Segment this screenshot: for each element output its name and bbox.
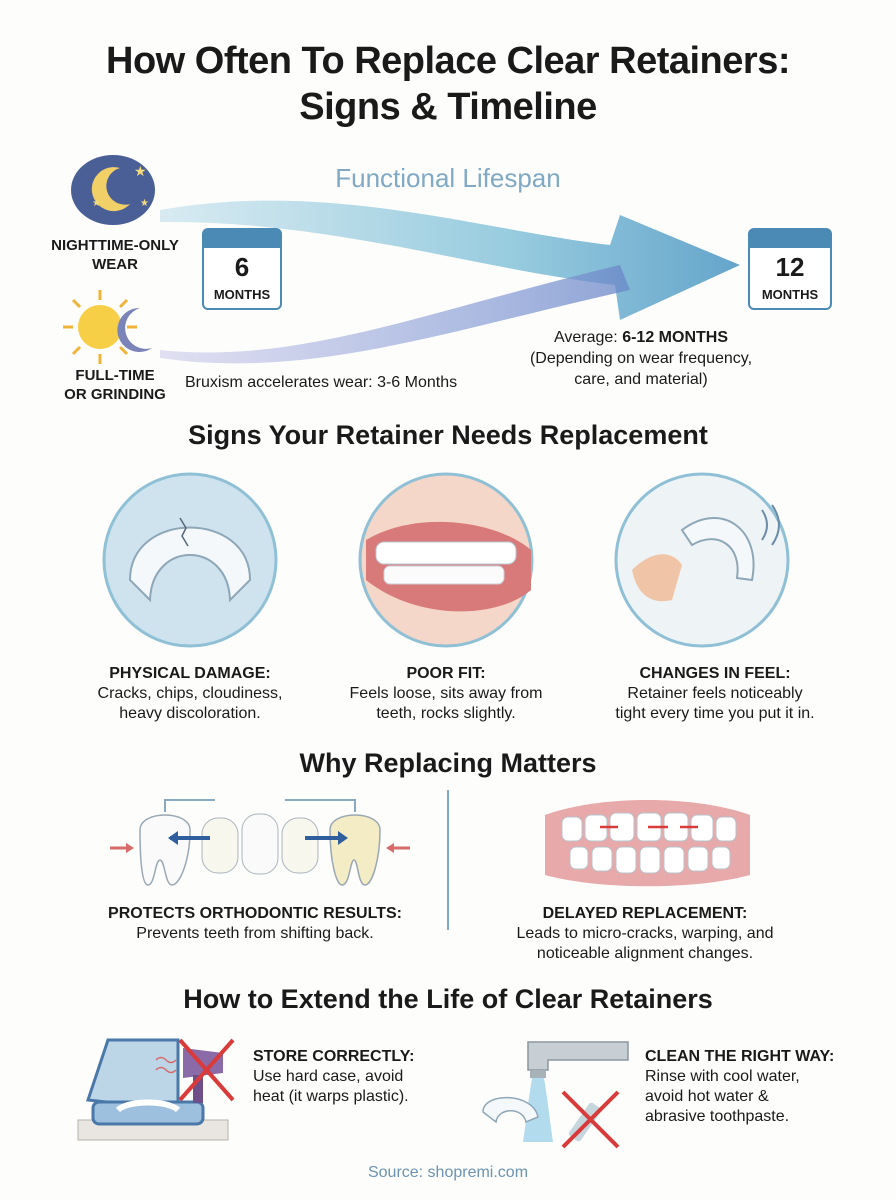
teeth-shifting-image (110, 799, 410, 886)
faucet-rinse-image (482, 1041, 629, 1149)
clean-right-way-tip: CLEAN THE RIGHT WAY: Rinse with cool wat… (645, 1048, 835, 1125)
misaligned-teeth-image (545, 800, 750, 887)
sign-item-changes-in-feel: CHANGES IN FEEL: Retainer feels noticeab… (615, 665, 815, 722)
sign-item-poor-fit: POOR FIT: Feels loose, sits away from te… (349, 665, 543, 722)
why-heading: Why Replacing Matters (299, 748, 597, 778)
calendar-header (204, 230, 280, 248)
signs-heading: Signs Your Retainer Needs Replacement (188, 420, 708, 450)
changes-in-feel-image (614, 472, 790, 648)
page-title: How Often To Replace Clear Retainers: Si… (106, 40, 790, 128)
svg-text:★: ★ (92, 198, 101, 209)
source-credit: Source: shopremi.com (367, 1164, 529, 1181)
calendar-12-months: 12 MONTHS (748, 228, 832, 310)
full-time-label: FULL-TIME OR GRINDING (64, 367, 166, 403)
timeline-heading: Functional Lifespan (335, 163, 561, 193)
section-divider (447, 790, 449, 930)
retainer-case-image (77, 1038, 235, 1141)
extend-heading: How to Extend the Life of Clear Retainer… (183, 984, 713, 1014)
lifespan-arrow (160, 200, 740, 364)
physical-damage-image (102, 472, 278, 648)
poor-fit-image (358, 472, 534, 648)
calendar-header (750, 230, 830, 248)
delayed-replacement-caption: DELAYED REPLACEMENT: Leads to micro-crac… (516, 905, 774, 962)
night-moon-icon: ★ ★ ★ (71, 155, 155, 225)
svg-text:★: ★ (134, 164, 147, 180)
sign-item-physical-damage: PHYSICAL DAMAGE: Cracks, chips, cloudine… (97, 665, 283, 722)
night-label: NIGHTTIME-ONLY WEAR (51, 237, 179, 273)
protects-results-caption: PROTECTS ORTHODONTIC RESULTS: Prevents t… (108, 905, 402, 942)
store-correctly-tip: STORE CORRECTLY: Use hard case, avoid he… (253, 1048, 415, 1105)
bruxism-note: Bruxism accelerates wear: 3-6 Months (185, 374, 458, 391)
sun-moon-icon (63, 290, 152, 364)
svg-text:★: ★ (140, 198, 149, 209)
average-note: Average: 6-12 MONTHS (Depending on wear … (529, 329, 753, 388)
calendar-6-months: 6 MONTHS (202, 228, 282, 310)
